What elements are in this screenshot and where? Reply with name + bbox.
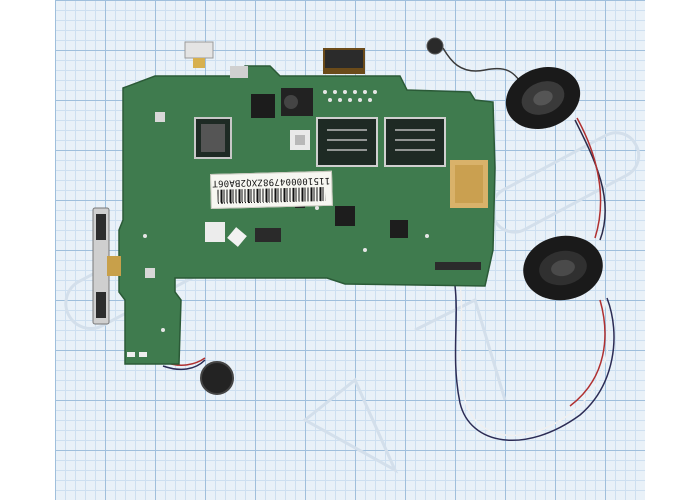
serial-number: 115100004798ZXQ2BA06T xyxy=(212,174,331,188)
product-photo: 115100004798ZXQ2BA06T xyxy=(55,0,645,500)
speaker-wires xyxy=(162,47,615,441)
board-components xyxy=(127,88,488,357)
microphone xyxy=(426,37,444,55)
speaker-top xyxy=(505,66,581,130)
scene xyxy=(64,37,641,474)
top-connector xyxy=(184,41,214,59)
speaker-bottom xyxy=(523,235,603,301)
side-buttons xyxy=(92,207,121,325)
serial-label: 115100004798ZXQ2BA06T xyxy=(210,170,333,209)
vibration-motor xyxy=(200,361,234,395)
barcode xyxy=(217,186,326,204)
